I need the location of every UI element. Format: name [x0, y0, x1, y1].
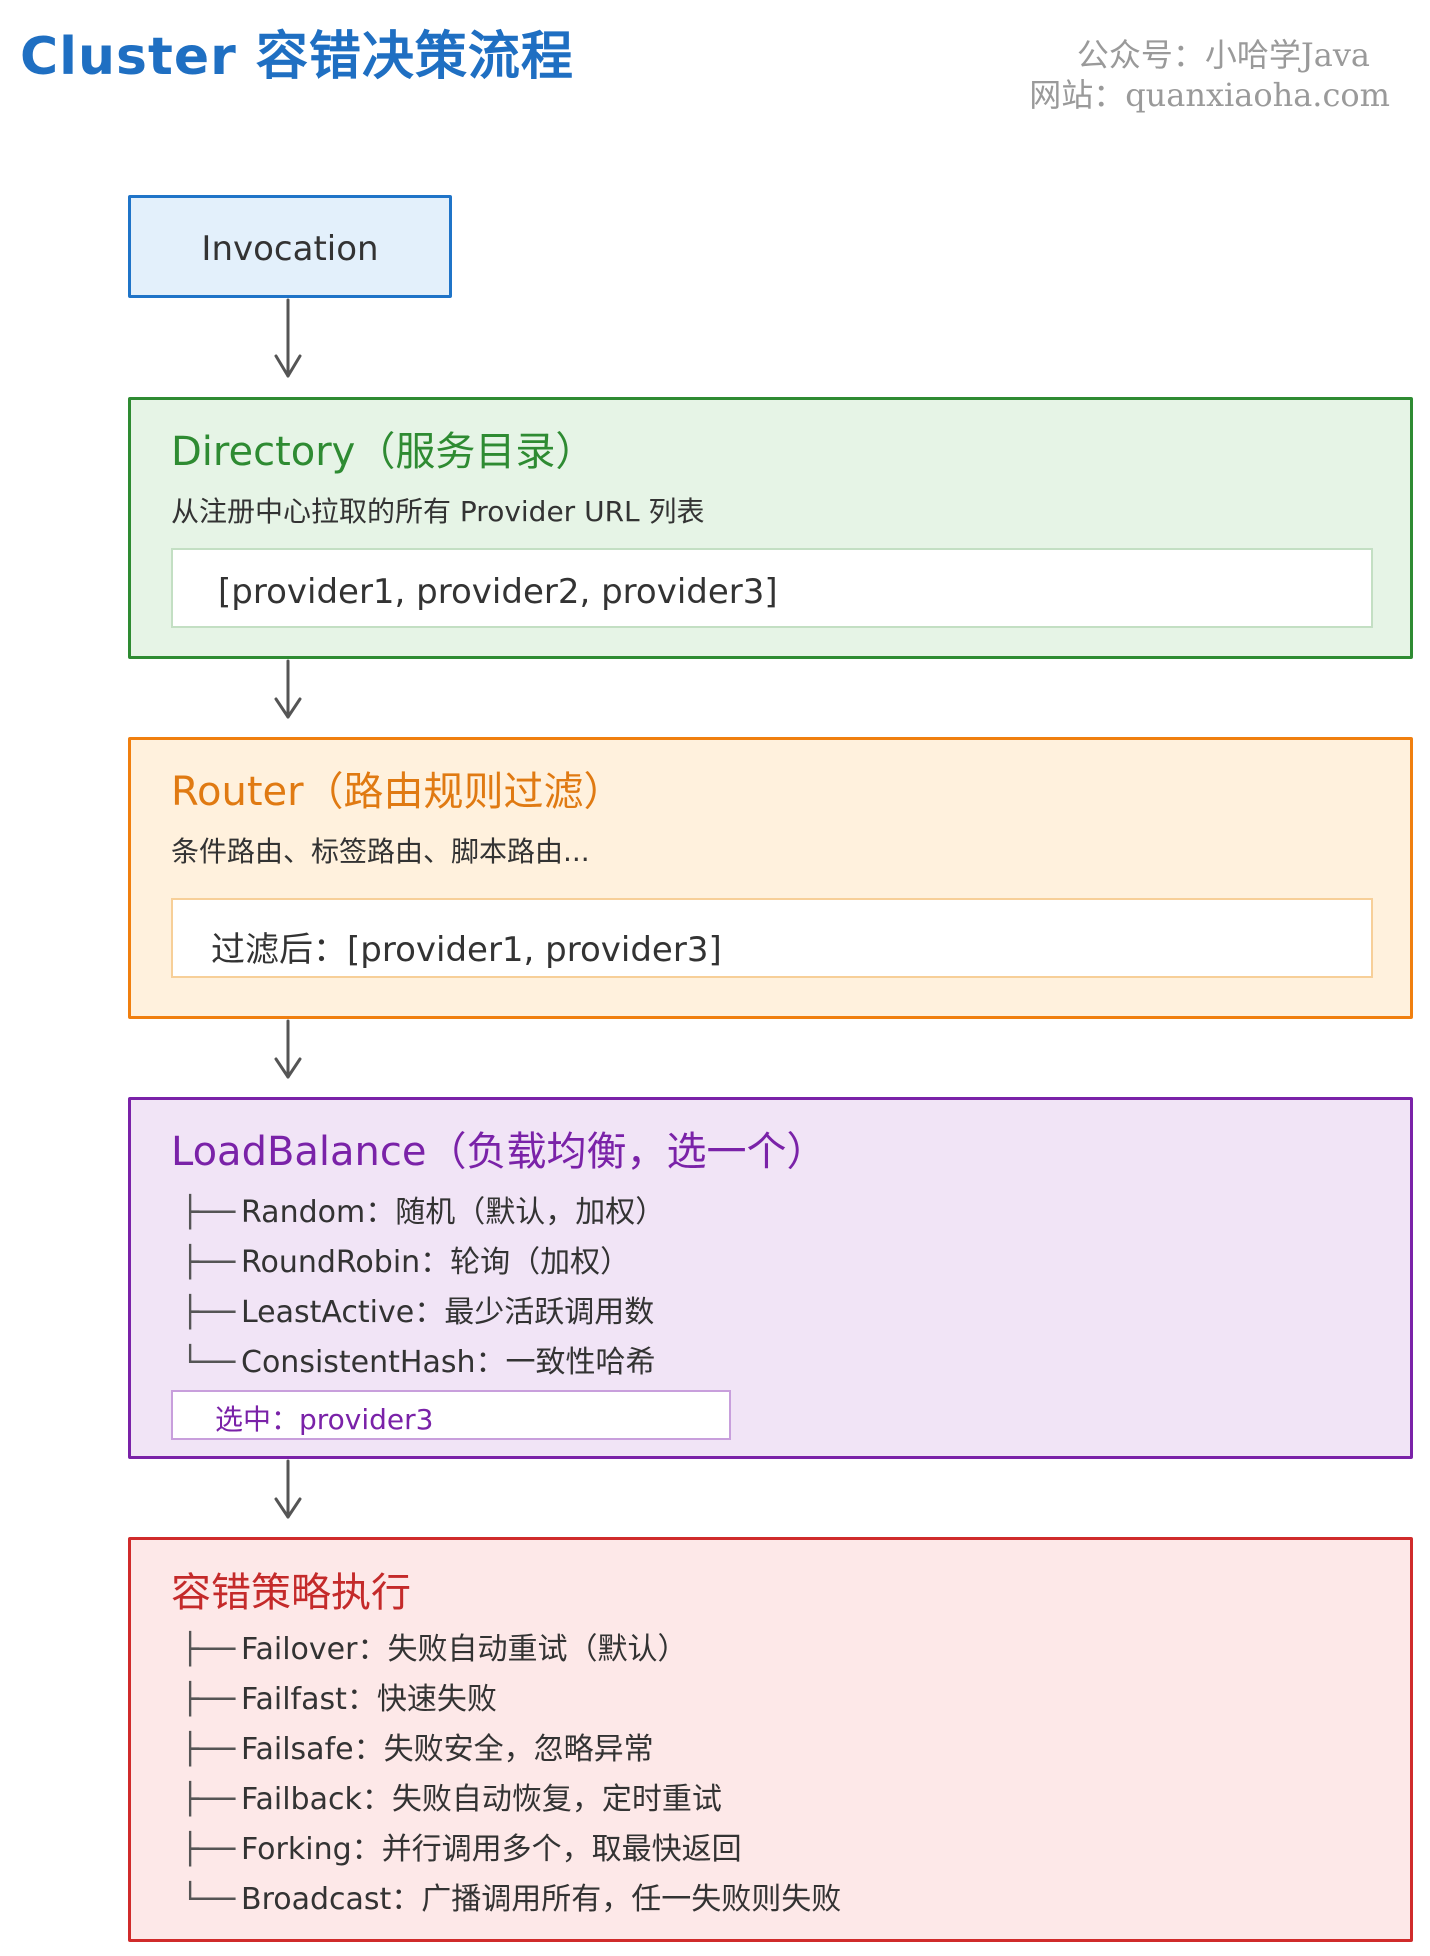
loadbalance-title: LoadBalance（负载均衡，选一个）	[171, 1129, 827, 1175]
directory-description: 从注册中心拉取的所有 Provider URL 列表	[171, 495, 705, 528]
arrow-down-icon	[274, 659, 302, 719]
router-title: Router（路由规则过滤）	[171, 769, 624, 815]
loadbalance-node: LoadBalance（负载均衡，选一个） ├──Random：随机（默认，加权…	[128, 1097, 1413, 1459]
page-title: Cluster 容错决策流程	[20, 27, 574, 87]
provider-list-value: [provider1, provider2, provider3]	[218, 572, 778, 612]
arrow-down-icon	[274, 1459, 302, 1519]
list-item: ├──Forking：并行调用多个，取最快返回	[181, 1832, 742, 1867]
invocation-label: Invocation	[201, 229, 379, 269]
arrow-down-icon	[274, 298, 302, 378]
selected-provider-value: 选中：provider3	[215, 1403, 434, 1436]
list-item: ├──Failback：失败自动恢复，定时重试	[181, 1782, 722, 1817]
list-item: └──ConsistentHash：一致性哈希	[181, 1345, 656, 1380]
fault-tolerance-strategy-list: ├──Failover：失败自动重试（默认） ├──Failfast：快速失败 …	[181, 1625, 841, 1925]
list-item: ├──Random：随机（默认，加权）	[181, 1195, 666, 1230]
router-node: Router（路由规则过滤） 条件路由、标签路由、脚本路由... 过滤后：[pr…	[128, 737, 1413, 1019]
filtered-list-value: 过滤后：[provider1, provider3]	[211, 930, 722, 970]
watermark-wechat: 公众号：小哈学Java	[1076, 36, 1370, 74]
fault-tolerance-title: 容错策略执行	[171, 1570, 411, 1616]
invocation-node: Invocation	[128, 195, 452, 298]
filtered-list-box: 过滤后：[provider1, provider3]	[171, 898, 1373, 978]
list-item: ├──Failfast：快速失败	[181, 1682, 497, 1717]
directory-title: Directory（服务目录）	[171, 429, 596, 475]
list-item: ├──LeastActive：最少活跃调用数	[181, 1295, 655, 1330]
arrow-down-icon	[274, 1019, 302, 1079]
list-item: ├──RoundRobin：轮询（加权）	[181, 1245, 631, 1280]
fault-tolerance-node: 容错策略执行 ├──Failover：失败自动重试（默认） ├──Failfas…	[128, 1537, 1413, 1942]
router-description: 条件路由、标签路由、脚本路由...	[171, 835, 590, 868]
loadbalance-strategy-list: ├──Random：随机（默认，加权） ├──RoundRobin：轮询（加权）…	[181, 1188, 665, 1388]
provider-list-box: [provider1, provider2, provider3]	[171, 548, 1373, 628]
selected-provider-box: 选中：provider3	[171, 1390, 731, 1440]
list-item: ├──Failsafe：失败安全，忽略异常	[181, 1732, 654, 1767]
directory-node: Directory（服务目录） 从注册中心拉取的所有 Provider URL …	[128, 397, 1413, 659]
watermark-website: 网站：quanxiaoha.com	[1029, 76, 1390, 114]
list-item: ├──Failover：失败自动重试（默认）	[181, 1632, 688, 1667]
list-item: └──Broadcast：广播调用所有，任一失败则失败	[181, 1882, 842, 1917]
